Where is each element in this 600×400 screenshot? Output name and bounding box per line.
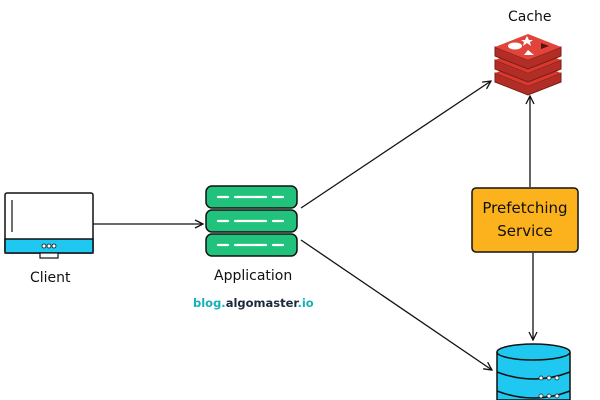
watermark-part3: .io <box>297 296 314 310</box>
prefetching-service-line1: Prefetching <box>482 199 568 217</box>
monitor-icon <box>4 192 94 259</box>
prefetching-service-line2: Service <box>497 222 553 240</box>
watermark: blog.algomaster.io <box>193 296 314 310</box>
redis-icon <box>494 34 562 96</box>
watermark-part2: algomaster <box>225 296 298 310</box>
arrow-application-to-cache <box>300 81 491 209</box>
client-label: Client <box>30 270 71 286</box>
cache-label: Cache <box>508 9 552 25</box>
arrow-application-to-database <box>300 239 492 370</box>
prefetching-service-label: Prefetching Service <box>472 188 578 252</box>
application-label: Application <box>214 268 293 284</box>
watermark-part1: blog. <box>193 296 226 310</box>
server-stack-icon <box>205 185 298 257</box>
prefetching-service-box <box>471 187 579 253</box>
database-icon <box>496 343 571 400</box>
